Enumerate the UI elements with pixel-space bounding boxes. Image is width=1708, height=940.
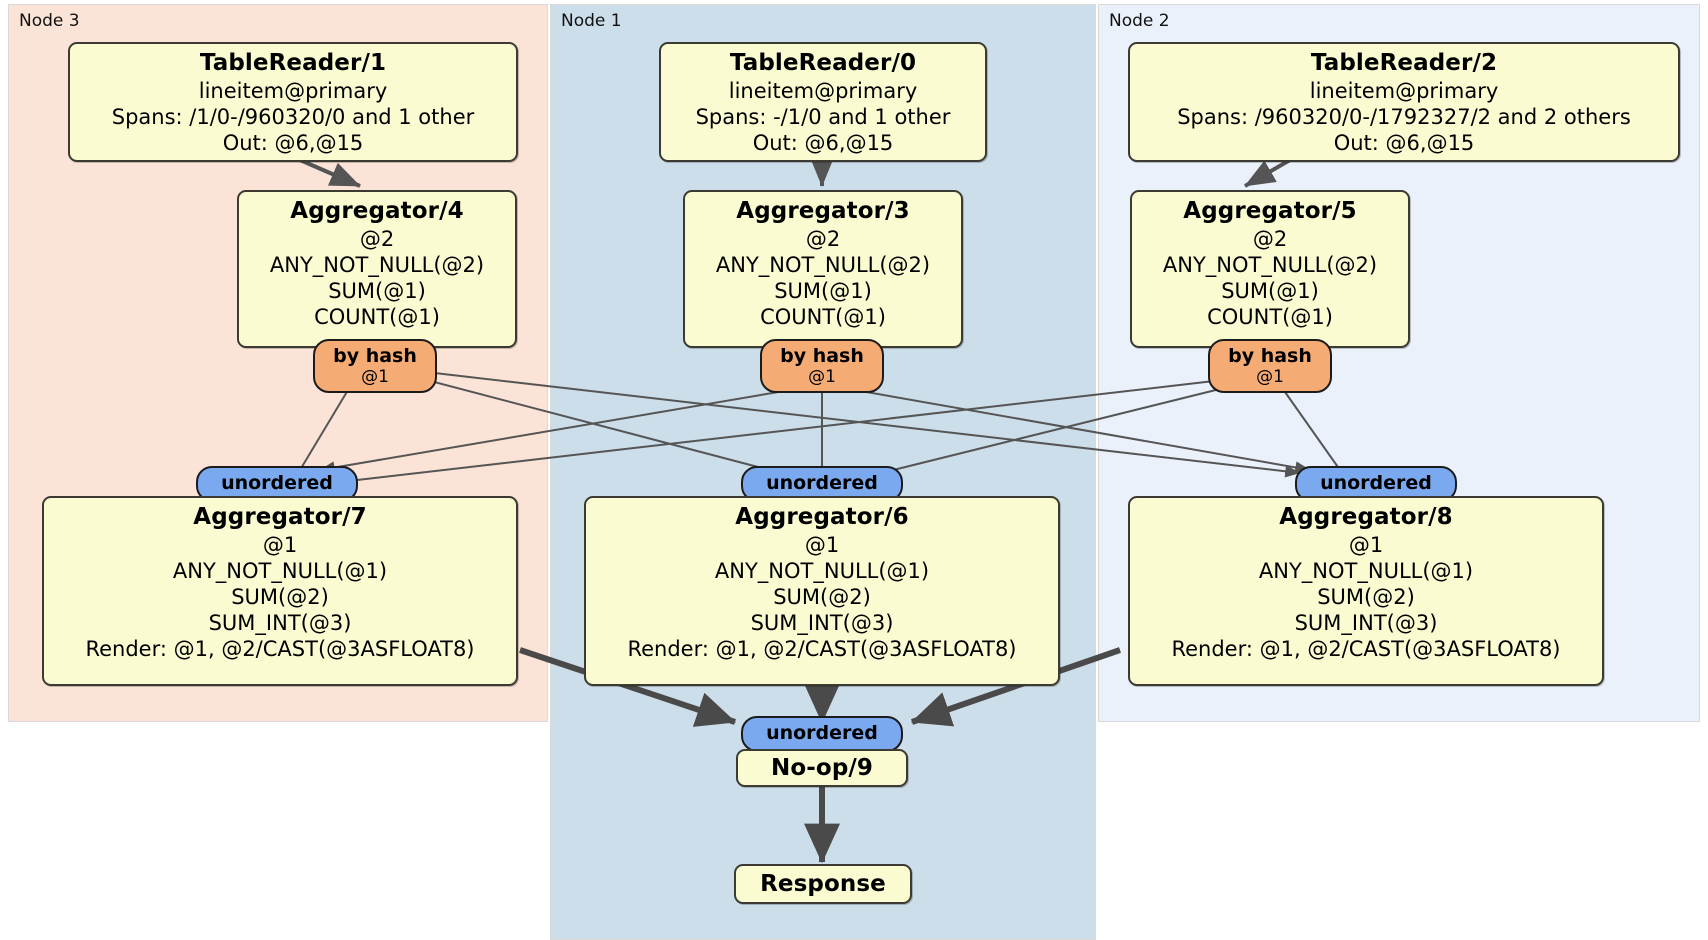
processor-response[interactable]: Response — [734, 864, 912, 904]
router-column: @1 — [361, 366, 389, 387]
processor-title: TableReader/0 — [729, 50, 917, 76]
router-label: by hash — [333, 345, 417, 367]
processor-aggregator-7[interactable]: Aggregator/7 @1 ANY_NOT_NULL(@1) SUM(@2)… — [42, 496, 518, 686]
processor-line: Render: @1, @2/CAST(@3ASFLOAT8) — [85, 636, 475, 661]
processor-tablereader-0[interactable]: TableReader/0 lineitem@primary Spans: -/… — [659, 42, 987, 162]
router-column: @1 — [1256, 366, 1284, 387]
processor-line: @2 — [359, 226, 395, 251]
router-by-hash-center[interactable]: by hash @1 — [760, 339, 884, 393]
processor-line: ANY_NOT_NULL(@1) — [1258, 558, 1474, 583]
processor-title: No-op/9 — [771, 755, 873, 781]
processor-line: SUM_INT(@3) — [208, 610, 352, 635]
processor-title: Aggregator/5 — [1183, 198, 1357, 224]
processor-line: Spans: /960320/0-/1792327/2 and 2 others — [1177, 104, 1631, 129]
processor-aggregator-6[interactable]: Aggregator/6 @1 ANY_NOT_NULL(@1) SUM(@2)… — [584, 496, 1060, 686]
processor-line: ANY_NOT_NULL(@2) — [1162, 252, 1378, 277]
processor-line: ANY_NOT_NULL(@1) — [714, 558, 930, 583]
processor-line: Render: @1, @2/CAST(@3ASFLOAT8) — [627, 636, 1017, 661]
processor-line: SUM(@2) — [773, 584, 871, 609]
processor-line: ANY_NOT_NULL(@2) — [269, 252, 485, 277]
router-column: @1 — [808, 366, 836, 387]
synchronizer-label: unordered — [766, 472, 878, 494]
processor-title: TableReader/1 — [199, 50, 387, 76]
synchronizer-label: unordered — [1320, 472, 1432, 494]
processor-title: Response — [760, 871, 886, 897]
processor-line: Render: @1, @2/CAST(@3ASFLOAT8) — [1171, 636, 1561, 661]
processor-line: Out: @6,@15 — [752, 130, 894, 155]
processor-line: Out: @6,@15 — [222, 130, 364, 155]
processor-line: SUM(@1) — [328, 278, 426, 303]
processor-line: lineitem@primary — [728, 78, 918, 103]
processor-line: SUM(@2) — [1317, 584, 1415, 609]
processor-line: SUM(@2) — [231, 584, 329, 609]
synchronizer-label: unordered — [221, 472, 333, 494]
processor-line: SUM_INT(@3) — [1294, 610, 1438, 635]
processor-aggregator-5[interactable]: Aggregator/5 @2 ANY_NOT_NULL(@2) SUM(@1)… — [1130, 190, 1410, 348]
processor-line: @1 — [262, 532, 298, 557]
node-panel-label: Node 2 — [1109, 11, 1170, 31]
processor-title: Aggregator/3 — [736, 198, 910, 224]
processor-title: Aggregator/6 — [735, 504, 909, 530]
processor-line: Spans: /1/0-/960320/0 and 1 other — [111, 104, 475, 129]
processor-line: lineitem@primary — [1309, 78, 1499, 103]
processor-line: SUM(@1) — [1221, 278, 1319, 303]
router-label: by hash — [780, 345, 864, 367]
processor-aggregator-3[interactable]: Aggregator/3 @2 ANY_NOT_NULL(@2) SUM(@1)… — [683, 190, 963, 348]
processor-line: COUNT(@1) — [760, 304, 886, 329]
processor-line: Out: @6,@15 — [1333, 130, 1475, 155]
processor-line: COUNT(@1) — [314, 304, 440, 329]
processor-line: SUM_INT(@3) — [750, 610, 894, 635]
processor-title: Aggregator/4 — [290, 198, 464, 224]
processor-line: SUM(@1) — [774, 278, 872, 303]
node-panel-label: Node 3 — [19, 11, 80, 31]
processor-line: Spans: -/1/0 and 1 other — [695, 104, 951, 129]
synchronizer-unordered-final[interactable]: unordered — [741, 716, 903, 752]
processor-line: COUNT(@1) — [1207, 304, 1333, 329]
processor-title: Aggregator/7 — [193, 504, 367, 530]
router-by-hash-right[interactable]: by hash @1 — [1208, 339, 1332, 393]
processor-tablereader-1[interactable]: TableReader/1 lineitem@primary Spans: /1… — [68, 42, 518, 162]
processor-aggregator-4[interactable]: Aggregator/4 @2 ANY_NOT_NULL(@2) SUM(@1)… — [237, 190, 517, 348]
processor-title: TableReader/2 — [1310, 50, 1498, 76]
processor-line: lineitem@primary — [198, 78, 388, 103]
processor-line: ANY_NOT_NULL(@1) — [172, 558, 388, 583]
processor-line: @1 — [804, 532, 840, 557]
router-by-hash-left[interactable]: by hash @1 — [313, 339, 437, 393]
processor-line: @1 — [1348, 532, 1384, 557]
processor-aggregator-8[interactable]: Aggregator/8 @1 ANY_NOT_NULL(@1) SUM(@2)… — [1128, 496, 1604, 686]
router-label: by hash — [1228, 345, 1312, 367]
processor-line: ANY_NOT_NULL(@2) — [715, 252, 931, 277]
processor-line: @2 — [1252, 226, 1288, 251]
processor-no-op-9[interactable]: No-op/9 — [736, 749, 908, 787]
node-panel-label: Node 1 — [561, 11, 622, 31]
processor-title: Aggregator/8 — [1279, 504, 1453, 530]
processor-tablereader-2[interactable]: TableReader/2 lineitem@primary Spans: /9… — [1128, 42, 1680, 162]
processor-line: @2 — [805, 226, 841, 251]
synchronizer-label: unordered — [766, 722, 878, 744]
